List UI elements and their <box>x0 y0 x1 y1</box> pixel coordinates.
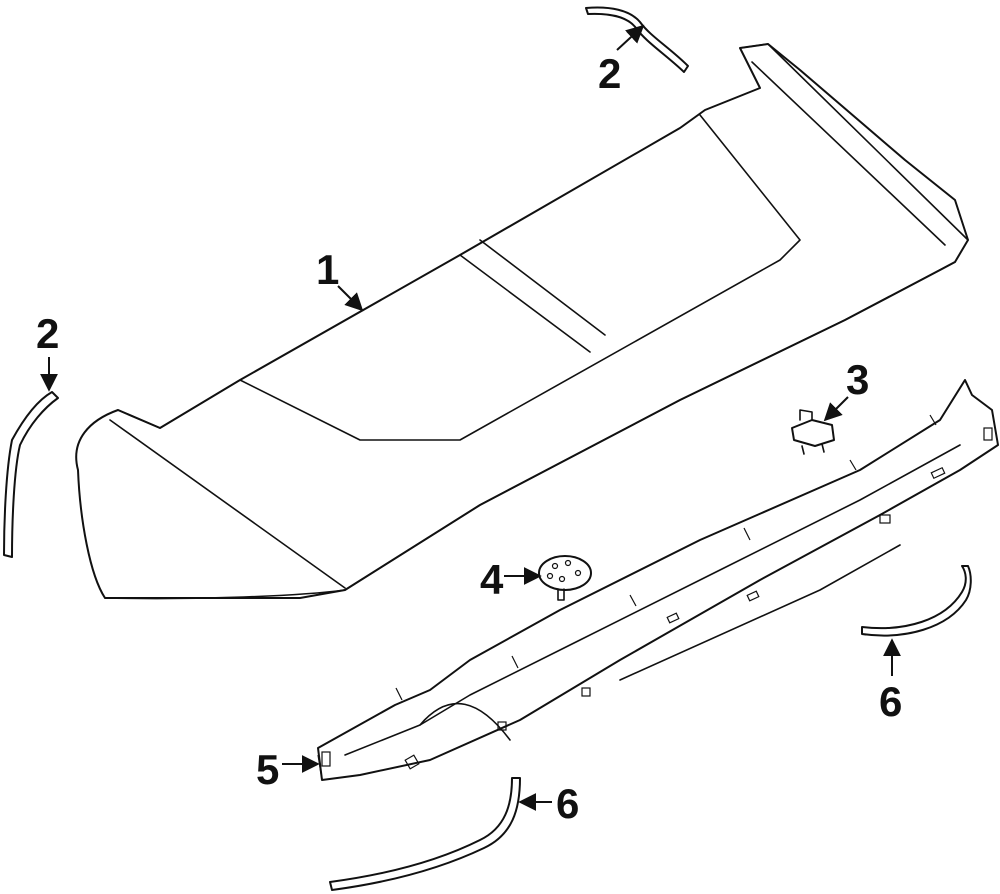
leader-arrow-2a <box>616 24 645 51</box>
grommet-part <box>538 555 592 601</box>
callout-1: 1 <box>316 246 339 293</box>
molding-right-part <box>861 565 972 637</box>
molding-bottom-part <box>329 777 521 891</box>
callout-6-bottom: 6 <box>556 780 579 827</box>
callout-3: 3 <box>846 356 869 403</box>
clip-part <box>791 409 835 455</box>
callout-6-right: 6 <box>879 678 902 725</box>
spoiler-part <box>75 43 969 600</box>
seal-strip-left-part <box>3 391 59 558</box>
leader-arrow-3 <box>823 396 849 422</box>
callout-2-left: 2 <box>36 310 59 357</box>
callout-2-top: 2 <box>598 50 621 97</box>
leader-arrow-1 <box>337 285 364 312</box>
trim-panel-part <box>317 379 999 781</box>
callout-4: 4 <box>480 556 504 603</box>
callout-5: 5 <box>256 746 279 793</box>
seal-strip-top-part <box>585 6 689 73</box>
